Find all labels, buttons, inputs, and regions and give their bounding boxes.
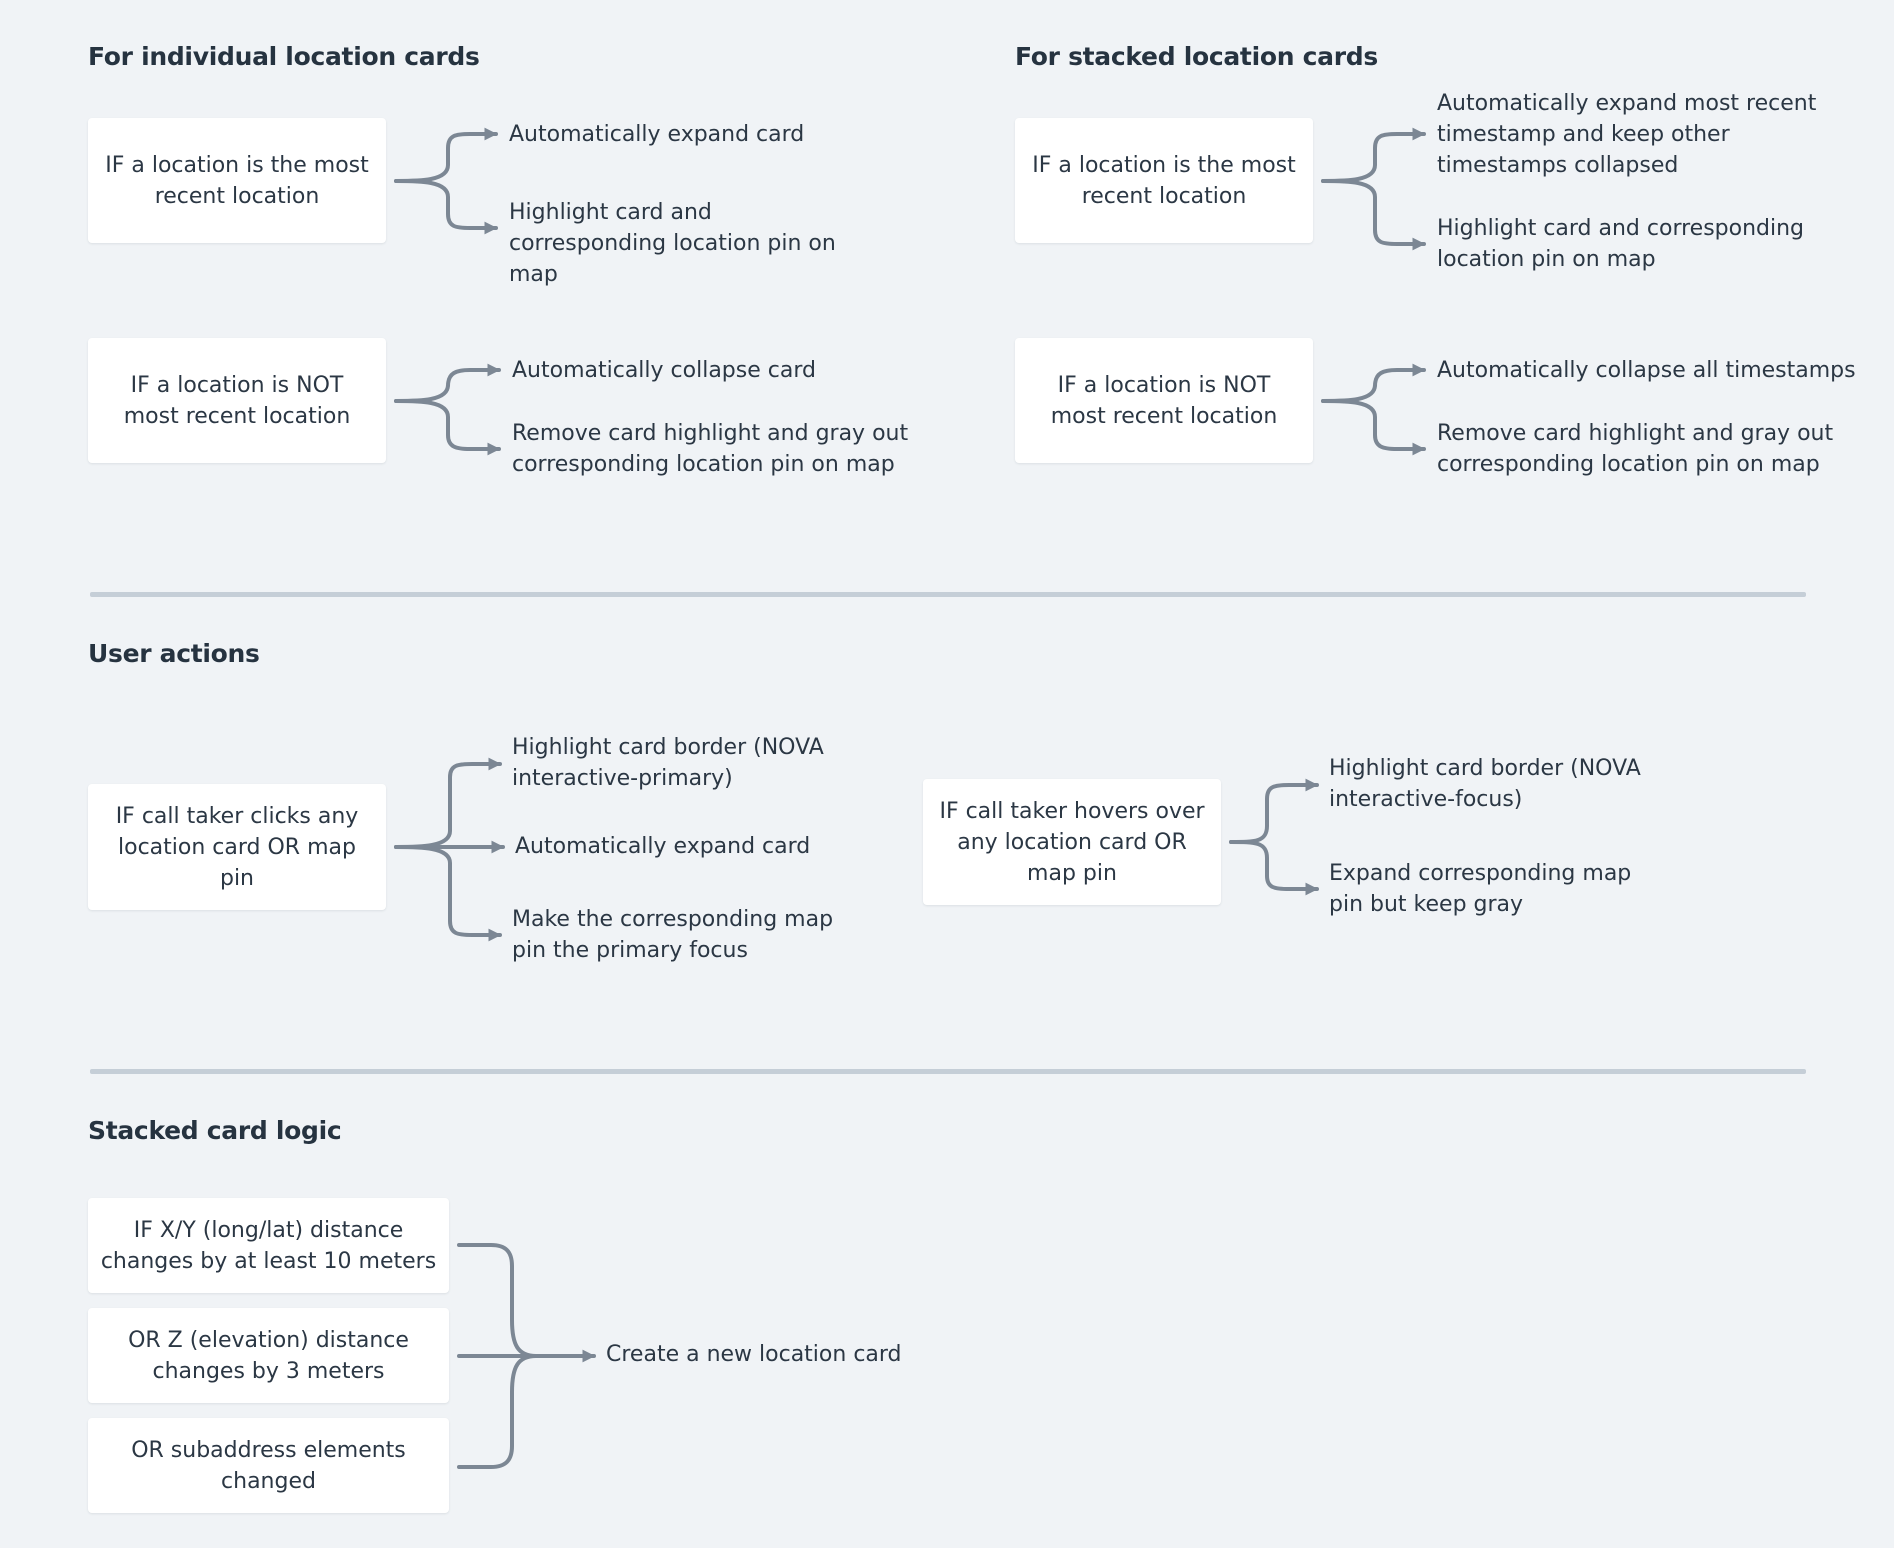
connector-stacked-logic bbox=[457, 1243, 538, 1358]
individual-outcome-gray-out: Remove card highlight and gray out corre… bbox=[512, 421, 909, 477]
section-divider bbox=[90, 592, 1806, 597]
stacked-logic-title: Stacked card logic bbox=[88, 1116, 342, 1145]
individual-outcome-highlight: Highlight card and corresponding locatio… bbox=[509, 200, 836, 287]
stacked-outcome-collapse-all: Automatically collapse all timestamps bbox=[1437, 358, 1856, 383]
logic-result: Create a new location card bbox=[606, 1342, 902, 1367]
user-actions-title: User actions bbox=[88, 639, 260, 668]
stacked-condition-not-recent: IF a location is NOT most recent locatio… bbox=[1015, 338, 1313, 463]
stacked-outcome-gray-out: Remove card highlight and gray out corre… bbox=[1437, 421, 1834, 477]
stacked-section-title: For stacked location cards bbox=[1015, 42, 1378, 71]
hover-condition: IF call taker hovers over any location c… bbox=[923, 779, 1221, 905]
connector-click bbox=[394, 757, 502, 849]
connector-hover bbox=[1229, 778, 1319, 844]
connector-individual-2 bbox=[394, 363, 501, 403]
stacked-outcome-expand-timestamp: Automatically expand most recent timesta… bbox=[1437, 91, 1817, 178]
individual-outcome-expand: Automatically expand card bbox=[509, 122, 805, 147]
section-divider bbox=[90, 1069, 1806, 1074]
individual-section-title: For individual location cards bbox=[88, 42, 480, 71]
hover-outcome-highlight-border: Highlight card border (NOVA interactive-… bbox=[1329, 756, 1641, 812]
logic-condition-subaddress: OR subaddress elements changed bbox=[88, 1418, 449, 1513]
stacked-outcome-highlight: Highlight card and corresponding locatio… bbox=[1437, 216, 1805, 272]
click-outcome-expand: Automatically expand card bbox=[515, 834, 811, 859]
hover-outcome-expand-pin: Expand corresponding map pin but keep gr… bbox=[1329, 861, 1632, 917]
connector-stacked-2 bbox=[1321, 363, 1426, 403]
individual-outcome-collapse: Automatically collapse card bbox=[512, 358, 816, 383]
individual-condition-most-recent: IF a location is the most recent locatio… bbox=[88, 118, 386, 243]
stacked-condition-most-recent: IF a location is the most recent locatio… bbox=[1015, 118, 1313, 243]
logic-condition-xy: IF X/Y (long/lat) distance changes by at… bbox=[88, 1198, 449, 1293]
connector-individual-1 bbox=[394, 127, 498, 183]
click-condition: IF call taker clicks any location card O… bbox=[88, 784, 386, 910]
logic-condition-z: OR Z (elevation) distance changes by 3 m… bbox=[88, 1308, 449, 1403]
individual-condition-not-recent: IF a location is NOT most recent locatio… bbox=[88, 338, 386, 463]
click-outcome-primary-focus: Make the corresponding map pin the prima… bbox=[512, 907, 834, 963]
click-outcome-highlight-border: Highlight card border (NOVA interactive-… bbox=[512, 735, 824, 791]
connector-stacked-1 bbox=[1321, 127, 1426, 183]
